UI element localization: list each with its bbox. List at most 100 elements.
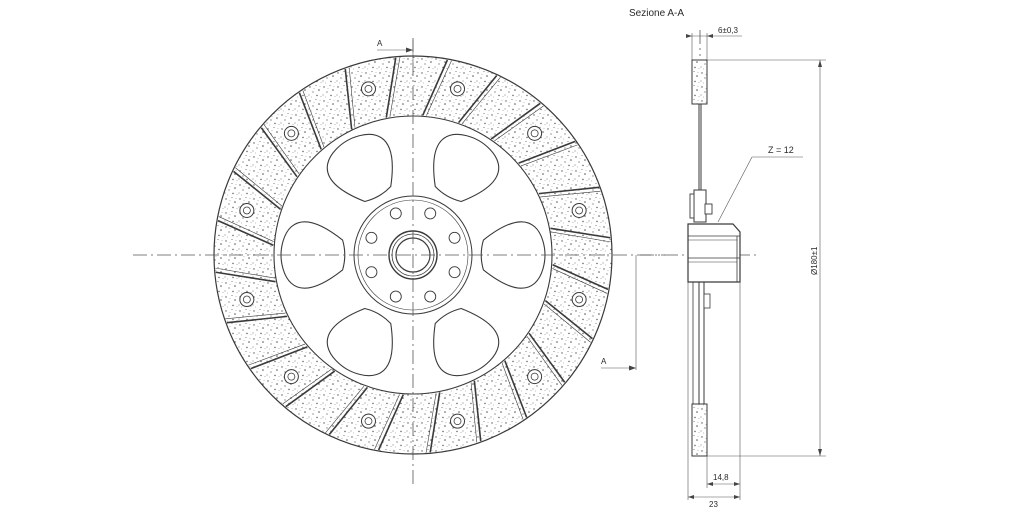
tooth-count-label: Z = 12 (768, 145, 794, 155)
lining-groove-edge (302, 90, 325, 148)
lining-groove (377, 394, 404, 451)
section-cut-marker-bottom: A (601, 255, 637, 371)
hub-hole (365, 266, 378, 279)
hub-hole (389, 207, 402, 220)
lining-groove (422, 59, 449, 116)
section-view: Sezione A-A Z = 12 (629, 8, 826, 509)
hub-length-dim: 14,8 (713, 473, 729, 482)
hub-hole (424, 207, 437, 220)
lining-groove (226, 315, 288, 324)
lining-groove (457, 75, 498, 124)
lining-groove (490, 102, 541, 140)
lining-groove-edge (494, 105, 544, 142)
lining-groove (473, 380, 482, 442)
lining-rivet (239, 202, 255, 218)
lining-groove (215, 271, 276, 283)
lining-rivet-hole (287, 129, 296, 138)
hub-hole (389, 290, 402, 303)
lining-groove-edge (348, 67, 356, 128)
lining-groove (528, 332, 566, 383)
hub-hole (424, 290, 437, 303)
lining-groove (328, 386, 369, 435)
lining-rivets (239, 81, 587, 429)
section-lining-bottom (691, 403, 708, 457)
lining-groove-edge (235, 167, 283, 207)
lining-rivet (239, 292, 255, 308)
lining-rivet-hole (453, 84, 462, 93)
lining-groove-edge (389, 57, 401, 117)
lining-groove-edge (425, 393, 437, 453)
lining-groove-edge (470, 382, 478, 443)
lining-groove-edge (248, 343, 306, 366)
lining-thickness-dim: 6±0,3 (718, 26, 739, 35)
lining-groove (552, 264, 609, 291)
lining-rivet-hole (242, 295, 251, 304)
lining-groove-edge (282, 368, 332, 405)
lining-rivet (283, 125, 299, 141)
section-marker-top-label: A (377, 39, 383, 48)
lining-groove-edge (461, 77, 501, 125)
lining-rivet-hole (530, 372, 539, 381)
hub-hole (448, 231, 461, 244)
front-view: A A (133, 38, 665, 488)
lining-groove-edge (225, 312, 286, 320)
lining-groove-edge (543, 303, 591, 343)
lining-groove (233, 170, 282, 211)
lining-groove (344, 68, 353, 130)
lining-groove (285, 370, 336, 408)
lining-groove (429, 392, 441, 453)
lining-groove (385, 57, 397, 118)
lining-rivet-hole (287, 372, 296, 381)
lining-groove-edge (218, 216, 274, 242)
lining-groove-edge (551, 231, 611, 243)
lining-rivet-hole (575, 206, 584, 215)
lining-rivet-hole (575, 295, 584, 304)
lining-groove-edge (263, 124, 300, 174)
lining-rivet (360, 81, 376, 97)
lining-groove-edge (325, 385, 365, 433)
lining-grooves (215, 57, 611, 453)
section-hub-plate (693, 189, 707, 223)
section-lining-top (691, 59, 708, 105)
lining-groove (298, 92, 322, 150)
hub-hole (365, 231, 378, 244)
lining-rivet-hole (242, 206, 251, 215)
lining-groove (538, 186, 600, 195)
lining-groove-edge (426, 60, 452, 116)
lining-groove (260, 127, 298, 178)
lining-groove-edge (501, 362, 524, 420)
lining-groove (217, 219, 274, 246)
lining-rivet (527, 125, 543, 141)
lining-groove-edge (552, 268, 608, 294)
carrier-window (480, 221, 546, 289)
lining-rivet (571, 292, 587, 308)
carrier-window (433, 133, 500, 203)
lining-groove (250, 346, 308, 370)
lining-rivet (450, 413, 466, 429)
lining-groove (544, 299, 593, 340)
lining-groove (550, 227, 611, 239)
lining-groove-edge (520, 144, 578, 167)
lining-rivet (527, 369, 543, 385)
lining-groove-edge (215, 267, 275, 279)
lining-rivet (571, 202, 587, 218)
section-marker-bottom-label: A (601, 357, 607, 366)
carrier-window (326, 133, 393, 203)
section-cut-marker-top: A (377, 39, 414, 62)
carrier-window (433, 307, 500, 377)
lining-rivet (283, 369, 299, 385)
lining-groove-edge (374, 394, 400, 450)
lining-rivet-hole (364, 417, 373, 426)
hub-rivet-holes (365, 207, 461, 303)
overall-width-dim: 23 (709, 500, 718, 509)
lining-groove (518, 140, 576, 164)
lining-groove (504, 360, 528, 418)
hub-hole (448, 266, 461, 279)
diameter-dim: Ø180±1 (810, 246, 819, 275)
lining-rivet-hole (364, 84, 373, 93)
lining-groove-edge (540, 190, 601, 198)
carrier-window (326, 307, 393, 377)
lining-groove-edge (526, 336, 563, 386)
lining-rivet-hole (530, 129, 539, 138)
